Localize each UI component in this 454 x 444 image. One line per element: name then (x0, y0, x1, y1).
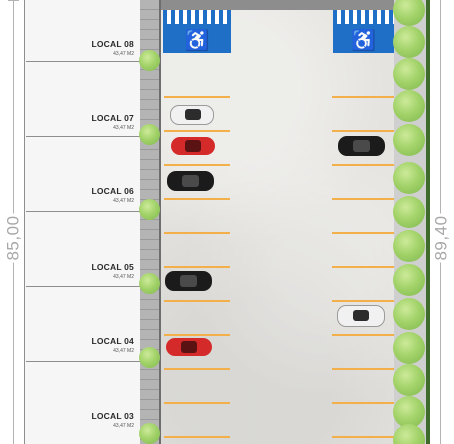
tree-icon (393, 264, 425, 296)
tree-icon (393, 364, 425, 396)
parking-stripe (164, 334, 230, 336)
car-black (165, 271, 212, 291)
tree-icon (393, 26, 425, 58)
parking-stripe (164, 402, 230, 404)
parking-stripe (332, 266, 394, 268)
unit-area: 43,47 M2 (113, 423, 134, 429)
accessible-parking-space-left: ♿ (163, 10, 231, 53)
parking-stripe (332, 334, 394, 336)
top-lane (161, 0, 394, 10)
unit-local-08: LOCAL 08 43,47 M2 (26, 0, 140, 62)
left-dimension-label: 85,00 (3, 213, 24, 263)
curb-line (159, 0, 161, 444)
parking-stripe (332, 198, 394, 200)
crosswalk-marking (333, 10, 394, 24)
unit-name: LOCAL 04 (91, 336, 134, 346)
tree-icon (393, 424, 425, 444)
tree-icon (139, 199, 160, 220)
unit-local-04: LOCAL 04 43,47 M2 (26, 287, 140, 362)
parking-stripe (332, 130, 394, 132)
parking-stripe (164, 96, 230, 98)
tree-icon (393, 332, 425, 364)
unit-name: LOCAL 05 (91, 262, 134, 272)
parking-stripe (332, 402, 394, 404)
parking-stripe (164, 130, 230, 132)
car-white (337, 305, 385, 327)
tree-icon (393, 0, 425, 26)
tree-icon (393, 230, 425, 262)
parking-stripe (332, 300, 394, 302)
tree-icon (393, 162, 425, 194)
car-red (171, 137, 215, 155)
tree-icon (139, 273, 160, 294)
tree-icon (393, 58, 425, 90)
tree-icon (139, 347, 160, 368)
parking-lot (161, 0, 394, 444)
parking-stripe (332, 164, 394, 166)
parking-stripe (332, 232, 394, 234)
crosswalk-marking (163, 10, 231, 24)
unit-area: 43,47 M2 (113, 125, 134, 131)
unit-name: LOCAL 06 (91, 186, 134, 196)
parking-stripe (164, 300, 230, 302)
unit-local-06: LOCAL 06 43,47 M2 (26, 137, 140, 212)
tree-icon (393, 196, 425, 228)
parking-stripe (164, 368, 230, 370)
unit-name: LOCAL 03 (91, 411, 134, 421)
unit-name: LOCAL 07 (91, 113, 134, 123)
parking-stripe (164, 232, 230, 234)
unit-area: 43,47 M2 (113, 348, 134, 354)
wheelchair-icon: ♿ (351, 30, 376, 52)
unit-local-05: LOCAL 05 43,47 M2 (26, 212, 140, 287)
right-hedge (426, 0, 430, 444)
parking-stripe (164, 266, 230, 268)
unit-name: LOCAL 08 (91, 39, 134, 49)
wheelchair-icon: ♿ (184, 30, 210, 52)
unit-area: 43,47 M2 (113, 51, 134, 57)
tree-icon (393, 90, 425, 122)
parking-stripe (332, 96, 394, 98)
parking-stripe (332, 368, 394, 370)
parking-stripe (332, 436, 394, 438)
parking-stripe (164, 164, 230, 166)
tree-icon (393, 298, 425, 330)
left-dimension-tick (8, 0, 19, 1)
car-red (166, 338, 212, 356)
unit-local-03: LOCAL 03 43,47 M2 (26, 362, 140, 444)
parking-stripe (164, 436, 230, 438)
car-white (170, 105, 214, 125)
car-black (167, 171, 214, 191)
accessible-parking-space-right: ♿ (333, 10, 394, 53)
parking-stripe (164, 198, 230, 200)
unit-local-07: LOCAL 07 43,47 M2 (26, 62, 140, 137)
tree-icon (139, 50, 160, 71)
unit-area: 43,47 M2 (113, 198, 134, 204)
tree-icon (393, 396, 425, 428)
tree-icon (139, 124, 160, 145)
right-dimension-label: 89,40 (431, 213, 452, 263)
unit-area: 43,47 M2 (113, 274, 134, 280)
tree-icon (393, 124, 425, 156)
sidewalk-strip (140, 0, 160, 444)
tree-icon (139, 423, 160, 444)
car-black (338, 136, 385, 156)
